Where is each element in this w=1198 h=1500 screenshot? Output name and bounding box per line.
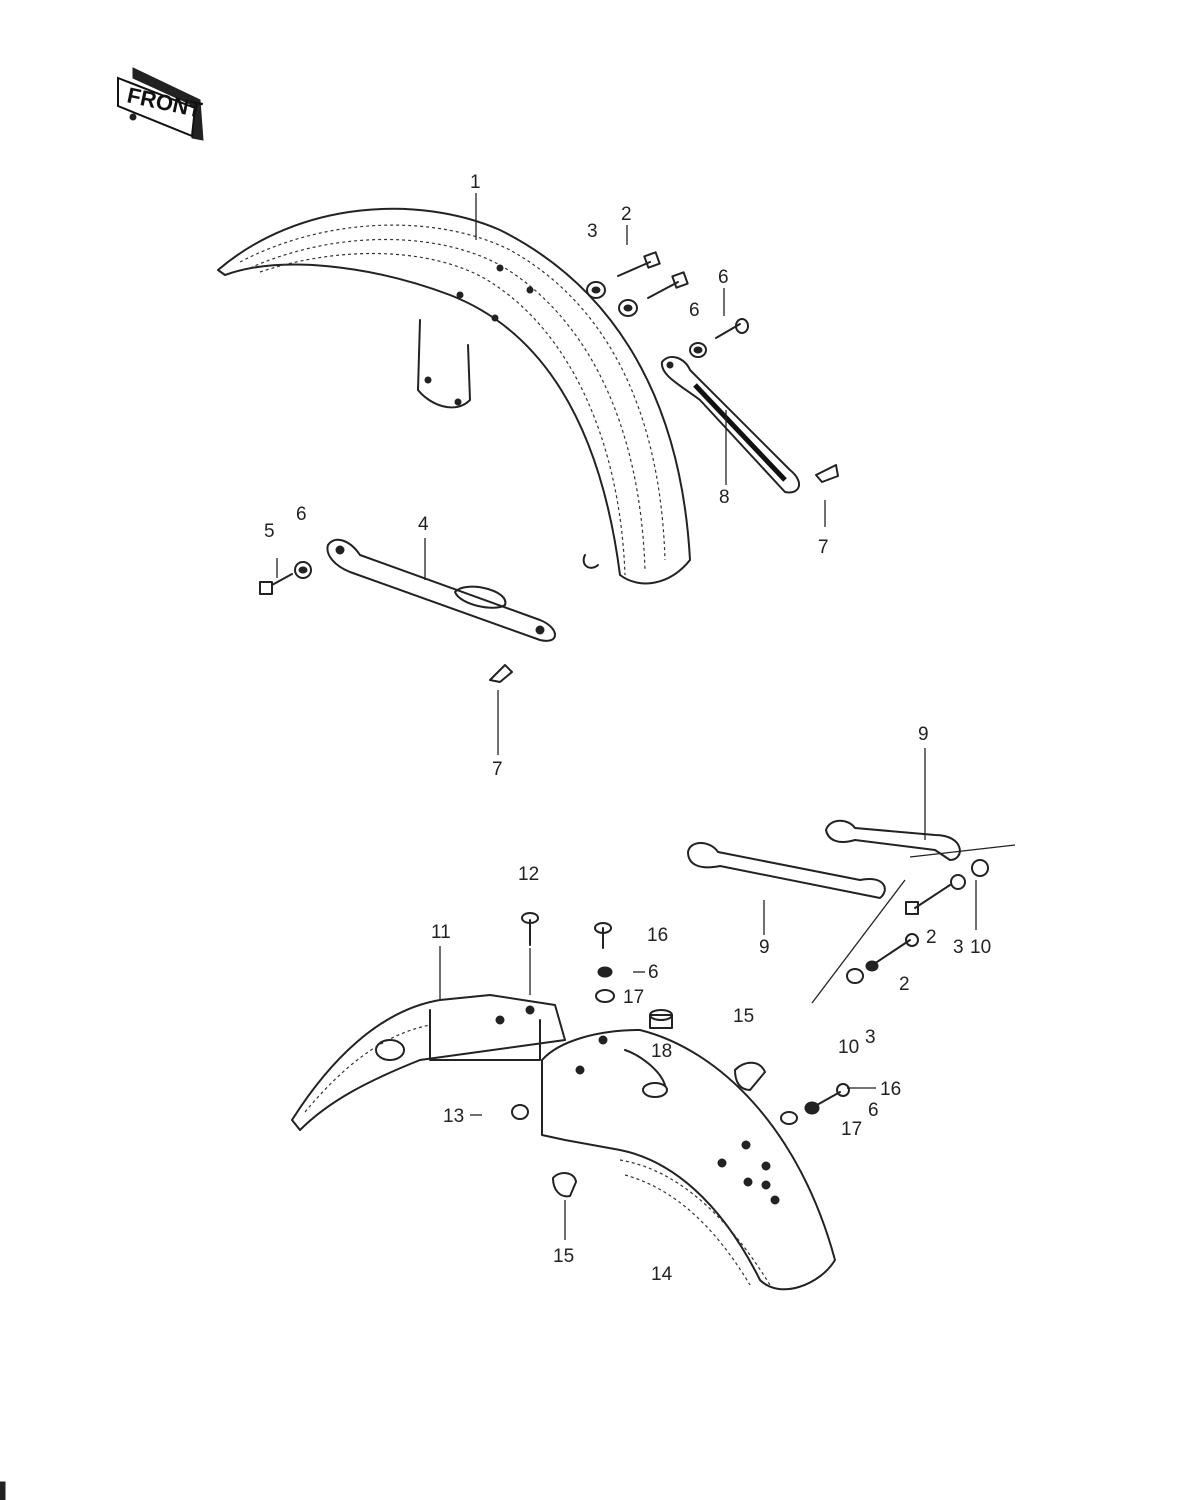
callout-7: 7 xyxy=(818,537,829,558)
callout-6: 6 xyxy=(868,1100,879,1121)
leader-lines xyxy=(276,193,977,1240)
callout-3: 3 xyxy=(953,937,964,958)
callout-6: 6 xyxy=(689,300,700,321)
callout-6: 6 xyxy=(296,504,307,525)
rear-hardware xyxy=(511,912,850,1198)
callout-13: 13 xyxy=(443,1106,464,1127)
callout-8: 8 xyxy=(719,487,730,508)
callout-3: 3 xyxy=(587,221,598,242)
callout-11: 11 xyxy=(431,922,451,943)
callout-6: 6 xyxy=(718,267,729,288)
callout-9: 9 xyxy=(759,937,770,958)
callout-17: 17 xyxy=(623,987,644,1008)
callout-16: 16 xyxy=(647,925,668,946)
callout-15: 15 xyxy=(733,1006,754,1027)
callout-3: 3 xyxy=(865,1027,876,1048)
rear-fender xyxy=(541,1029,836,1291)
callout-16: 16 xyxy=(880,1079,901,1100)
callout-9: 9 xyxy=(918,724,929,745)
fender-stay-left xyxy=(259,538,556,755)
bolts-upper-right xyxy=(586,251,749,358)
callout-10: 10 xyxy=(970,937,991,958)
callout-4: 4 xyxy=(418,514,429,535)
page-edge-mark xyxy=(0,1481,6,1500)
callout-17: 17 xyxy=(841,1119,862,1140)
callout-18: 18 xyxy=(651,1041,672,1062)
fender-stay-right xyxy=(660,355,839,527)
callout-7: 7 xyxy=(492,759,503,780)
callout-6: 6 xyxy=(648,962,659,983)
callout-2: 2 xyxy=(926,927,937,948)
callout-labels: 1 2 3 6 6 8 7 5 6 4 7 9 9 12 11 16 6 17 … xyxy=(264,172,991,1285)
callout-1: 1 xyxy=(470,172,481,193)
callout-2: 2 xyxy=(621,204,632,225)
front-fender xyxy=(217,207,691,585)
callout-12: 12 xyxy=(518,864,539,885)
callout-10: 10 xyxy=(838,1037,859,1058)
callout-15: 15 xyxy=(553,1246,574,1267)
callout-5: 5 xyxy=(264,521,275,542)
rear-fender-front-section xyxy=(291,994,566,1131)
front-badge: FRONT xyxy=(117,67,205,141)
callout-2: 2 xyxy=(899,974,910,995)
rear-stays xyxy=(687,819,1016,1004)
callout-14: 14 xyxy=(651,1264,673,1285)
